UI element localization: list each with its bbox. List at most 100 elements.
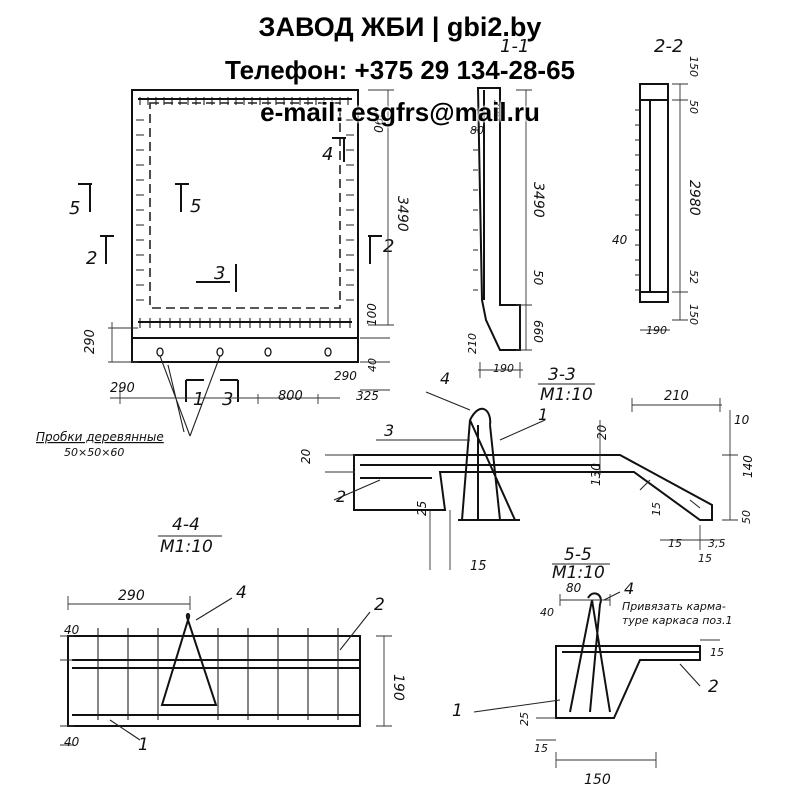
sec33-mark-4: 4 [440,369,450,388]
section-mark-3: 3 [214,263,225,284]
sec11-dim-3490: 3490 [530,182,546,218]
section-4-4-scale: М1:10 [160,537,213,557]
section-5-5: 5-5 М1:10 80 40 15 25 15 150 Привязать к… [452,545,732,788]
wood-plugs-size: 50×50×60 [64,446,124,459]
dim-40: 40 [366,358,379,372]
dim-290-top-right: 290 [371,110,385,133]
phone-line: Телефон: +375 29 134-28-65 [224,55,576,85]
sec44-dim-40-top: 40 [64,623,80,637]
dim-100: 100 [365,303,379,326]
sec33-dim-25: 25 [415,501,429,516]
dim-290-bottom-left: 290 [110,381,135,396]
sec11-dim-660: 660 [531,320,545,343]
sec22-dim-40: 40 [612,233,628,247]
section-5-5-loop [569,592,611,713]
section-4-4-title: 4-4 [172,515,200,535]
sec11-dim-190: 190 [493,362,514,375]
section-mark-2-left: 2 [86,248,97,269]
sec44-dim-40-bottom: 40 [64,735,80,749]
sec33-dim-210: 210 [664,389,689,404]
sec55-dim-80: 80 [566,581,582,595]
sec11-dim-210: 210 [466,333,479,354]
section-3-3-profile [353,454,713,521]
dim-290-bottom-right: 290 [334,369,357,383]
sec33-dim-10: 10 [734,413,750,427]
sec44-mark-1: 1 [138,735,149,755]
section-4-4-stirrups [97,628,339,720]
plan-dimension-lines [108,89,394,404]
section-3-3-title: 3-3 [548,365,576,385]
section-4-4-dimension-lines [60,596,392,746]
sec22-dim-52: 52 [687,270,700,284]
sec11-dim-80: 80 [470,124,484,137]
sec33-dim-15-right: 15 [668,537,682,550]
sec22-dim-190: 190 [646,324,667,337]
dim-290-left: 290 [83,329,98,354]
company-title: ЗАВОД ЖБИ | gbi2.by [258,12,542,42]
section-3-3-dimension-lines [325,398,738,570]
section-5-5-leaders [473,591,701,713]
sec55-mark-2: 2 [708,677,719,697]
section-2-2: 2-2 150 50 2980 40 52 150 190 [612,36,702,337]
sec33-dim-15-bottom: 15 [470,559,487,574]
sec33-dim-20-mid: 20 [595,424,609,440]
section-mark-5-left: 5 [69,198,80,219]
section-5-5-profile [555,645,701,719]
section-mark-5-center: 5 [190,196,201,217]
section-mark-4: 4 [322,144,333,165]
section-1-1-dimension-lines [478,89,532,378]
sec44-mark-4: 4 [236,583,247,603]
sec33-dim-50: 50 [740,510,753,524]
sec22-dim-2980: 2980 [686,180,702,216]
section-3-3-leaders [333,391,701,509]
section-5-5-scale: М1:10 [552,563,605,583]
sec55-dim-25: 25 [518,712,531,726]
section-marker-symbols [78,137,382,402]
sec33-dim-140: 140 [741,455,755,478]
section-2-2-title: 2-2 [654,36,683,57]
wood-plugs-note: Пробки деревянные [36,430,164,444]
inner-frame-dashed [149,102,341,309]
email-line: e-mail: esgfrs@mail.ru [260,97,540,127]
sec22-dim-150-bottom: 150 [687,304,700,325]
plug-leader-lines [159,355,221,437]
section-3-3-loop [461,407,516,521]
sec33-mark-1: 1 [538,405,548,424]
section-mark-1-bottom: 1 [193,389,204,410]
section-2-2-dimension-lines [640,83,688,331]
sec11-dim-50: 50 [531,270,545,286]
section-4-4-outline [67,635,361,727]
sec33-mark-3: 3 [384,421,394,440]
section-3-3-scale: М1:10 [540,385,593,405]
sec55-mark-4: 4 [624,579,634,598]
sec33-dim-130: 130 [589,463,603,486]
sec33-dim-15-far: 15 [698,552,712,565]
sec33-dim-15-mid: 15 [650,502,663,516]
dim-800: 800 [278,389,303,404]
edge-reinforcement-ticks [136,97,354,328]
dim-3490: 3490 [394,196,410,232]
sec33-dim-20-left: 20 [299,448,313,464]
sec55-dim-15-right: 15 [710,646,724,659]
section-1-1-rebar-ticks [473,109,478,291]
section-4-4: 4-4 М1:10 290 40 190 40 4 2 1 [60,515,406,755]
sec44-dim-190: 190 [390,674,406,701]
section-5-5-dimension-lines [536,594,720,768]
sec11-dim-290: 290 [491,100,504,121]
sec55-mark-1: 1 [452,701,463,721]
section-2-2-profile [639,83,669,303]
section-3-3: 3-3 М1:10 4 1 3 2 20 25 15 20 130 210 10… [299,365,755,574]
sec22-dim-150-top: 150 [687,56,700,77]
sec55-dim-15-left: 15 [534,742,548,755]
sec44-dim-290: 290 [118,588,145,604]
sec22-dim-50: 50 [687,100,700,114]
section-mark-2-right: 2 [383,236,394,257]
section-2-2-rebar-ticks [635,109,640,291]
sec33-dim-3-5: 3,5 [708,537,726,550]
section-1-1-title: 1-1 [500,36,529,57]
section-4-4-leaders [109,597,371,741]
sec44-mark-2: 2 [374,595,385,615]
sec55-dim-150: 150 [584,772,611,788]
wood-plugs [156,347,332,357]
